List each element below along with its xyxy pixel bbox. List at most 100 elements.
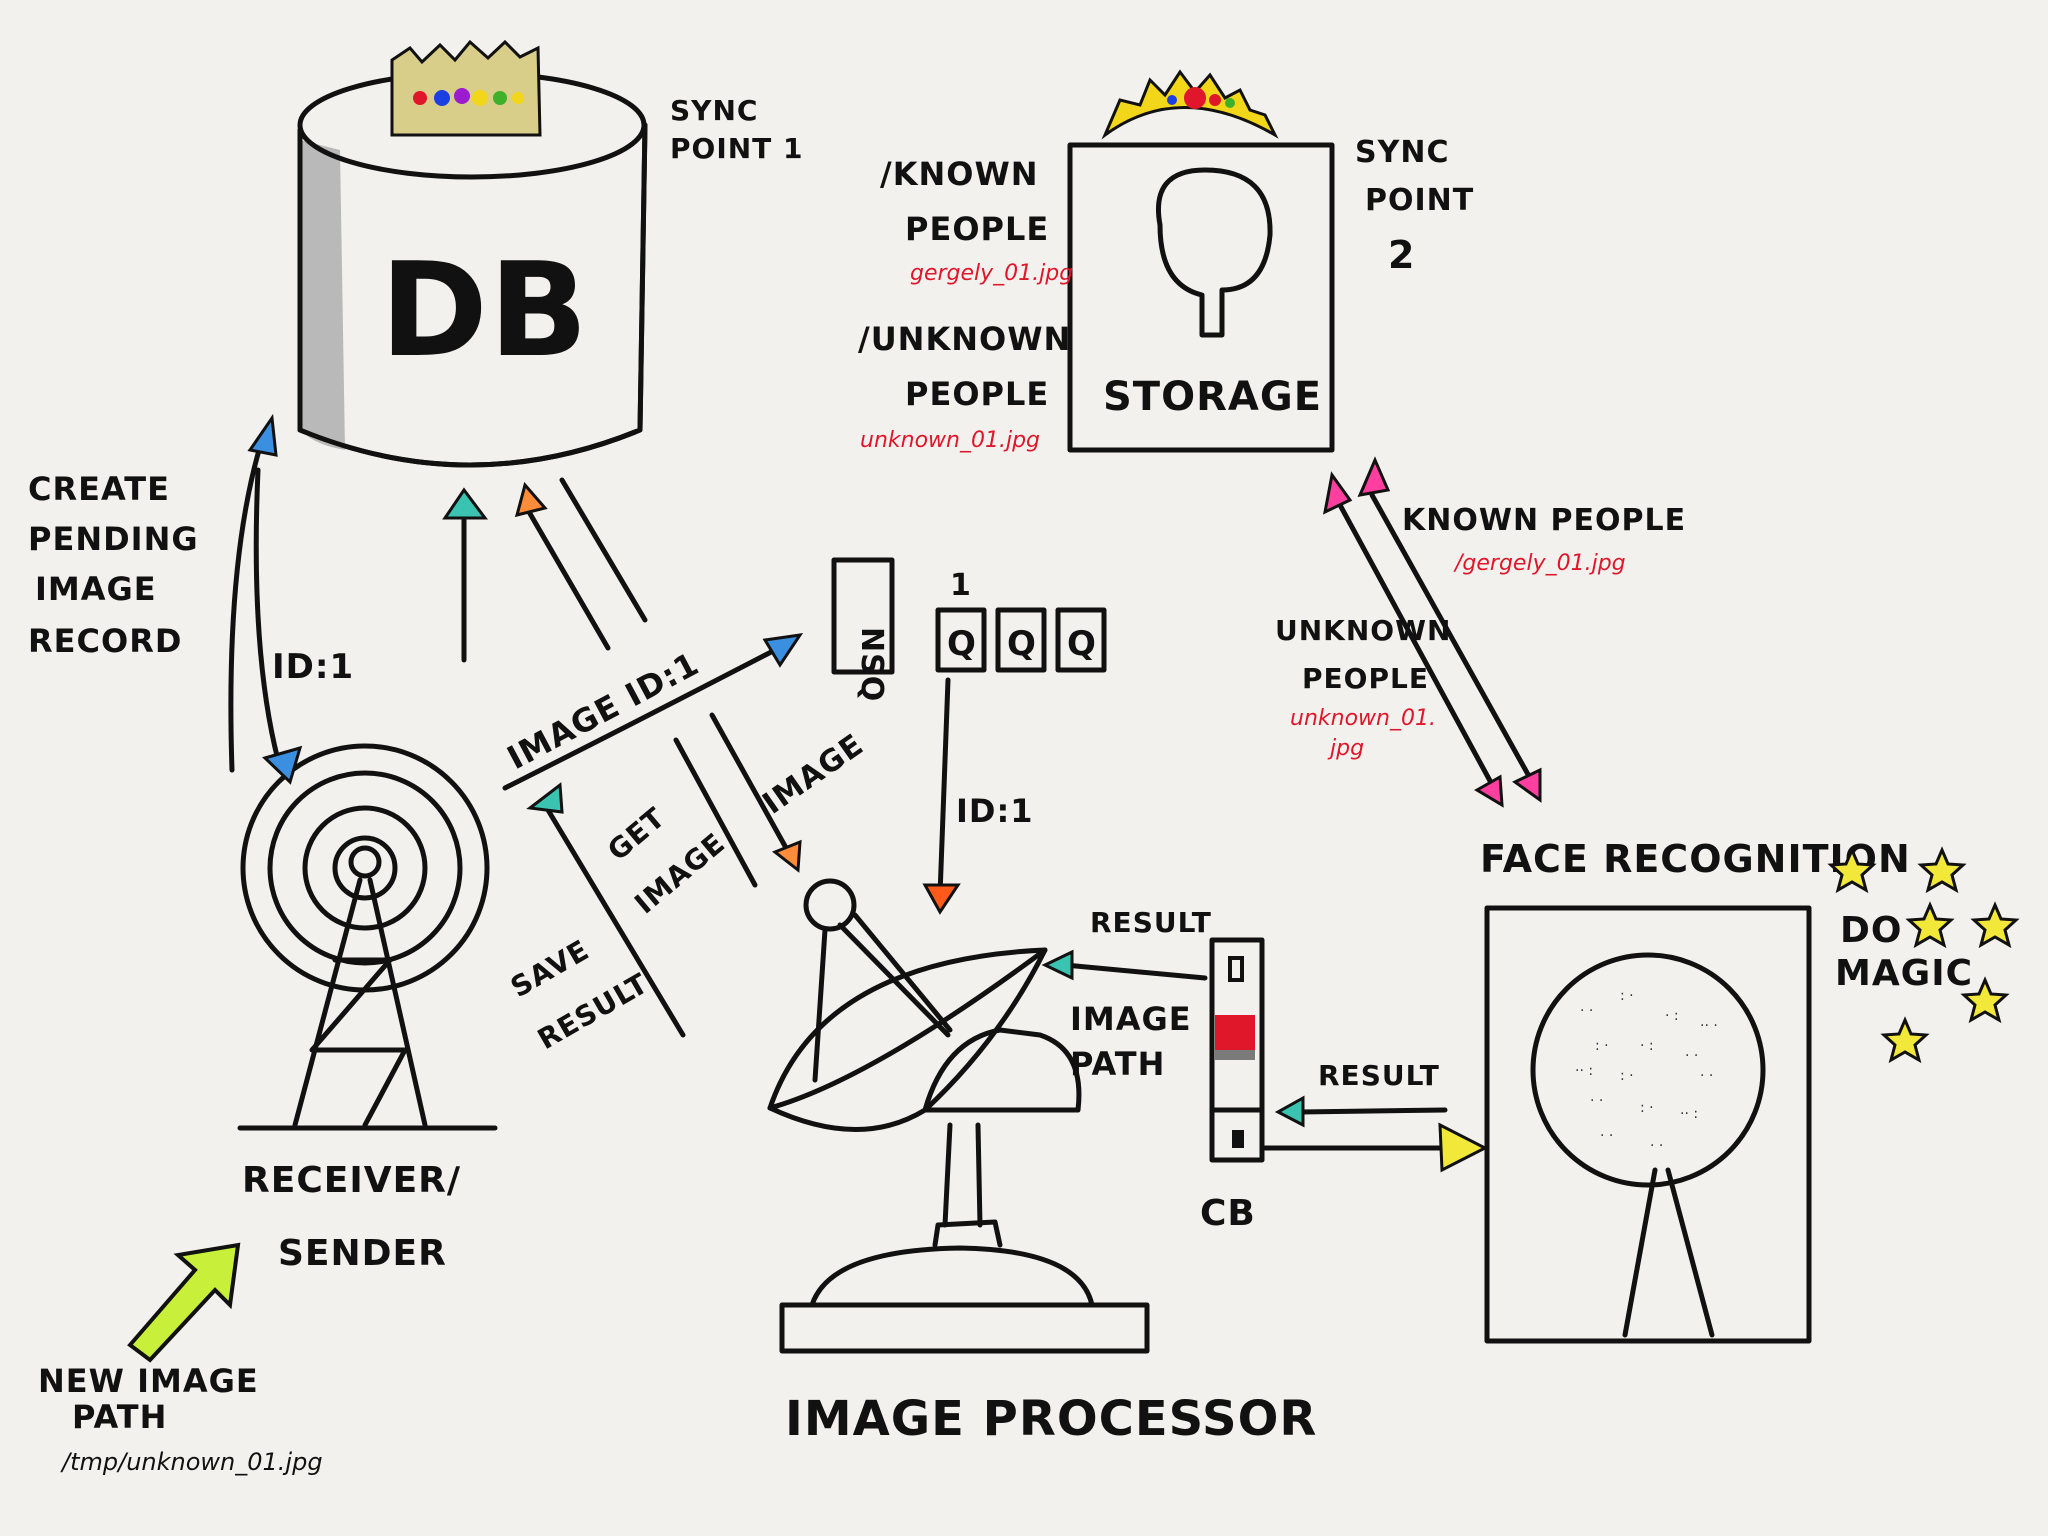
svg-text:· ·: · · <box>1600 1128 1613 1144</box>
unknown-folder-file: unknown_01.jpg <box>860 428 1040 453</box>
arrow-head-orange-down <box>772 839 802 873</box>
create-label-4: RECORD <box>28 622 182 660</box>
arrow-head-teal-left-2 <box>1041 949 1074 981</box>
arrow-head-blue-right <box>762 633 804 668</box>
nsq-queue: NSQ 1 Q Q Q <box>831 557 1107 702</box>
arrow-head-orange-up <box>514 481 548 518</box>
known-folder-line2: PEOPLE <box>905 210 1049 248</box>
receiver-sender-node <box>237 743 498 1131</box>
arrow-head-teal-left <box>526 782 564 814</box>
arrow-head-red-down <box>922 883 961 915</box>
unknown-folder-line2: PEOPLE <box>905 375 1049 413</box>
crown-icon <box>390 39 542 137</box>
sync-point-1-line1: SYNC <box>670 94 758 127</box>
known-people-edge-label: KNOWN PEOPLE <box>1402 503 1686 538</box>
new-image-label-2: PATH <box>72 1398 167 1436</box>
svg-text:: ·: : · <box>1620 988 1634 1004</box>
queue-count: 1 <box>950 568 972 603</box>
unknown-folder-line1: /UNKNOWN <box>858 320 1071 358</box>
arrow-head-yellow-right <box>1438 1122 1489 1173</box>
receiver-label-line1: RECEIVER/ <box>242 1160 461 1201</box>
storage-label: STORAGE <box>1103 374 1322 420</box>
nsq-label: NSQ <box>854 627 889 702</box>
svg-text:· ·: · · <box>1700 1068 1713 1084</box>
id-queue-label: ID:1 <box>956 792 1034 830</box>
id-left-label: ID:1 <box>272 647 354 687</box>
do-magic-line2: MAGIC <box>1835 953 1973 994</box>
queue-item-1: Q <box>947 624 977 664</box>
svg-text:·· :: ·· : <box>1575 1063 1593 1079</box>
edge-save-result <box>545 807 686 1038</box>
known-people-edge-file: /gergely_01.jpg <box>1453 551 1626 576</box>
unknown-edge-label-2: PEOPLE <box>1302 662 1429 695</box>
sync-point-2-line3: 2 <box>1388 233 1415 277</box>
svg-text:: ·: : · <box>1640 1100 1654 1116</box>
edge-face-cb <box>1297 1107 1448 1115</box>
sync-point-2-line1: SYNC <box>1355 135 1449 170</box>
save-result-label-1: SAVE <box>505 933 595 1004</box>
db-label: DB <box>380 234 589 386</box>
unknown-edge-file-2: jpg <box>1327 736 1364 761</box>
edge-image <box>709 712 793 858</box>
create-label-1: CREATE <box>28 470 170 508</box>
image-label: IMAGE <box>757 727 871 821</box>
sync-point-2-line2: POINT <box>1365 183 1474 218</box>
edge-return-id <box>253 467 281 763</box>
edge-storage-face-1 <box>1337 502 1498 793</box>
cb-label: CB <box>1200 1193 1256 1234</box>
svg-text:·· ·: ·· · <box>1700 1018 1718 1034</box>
edge-get-image-db <box>522 502 611 651</box>
svg-text:· ·: · · <box>1580 1003 1593 1019</box>
face-recognition-node: : ·· ·· : ·· ·: ·· : · ··· :: · · ·· ·: … <box>1484 905 1812 1344</box>
face-recognition-label: FACE RECOGNITION <box>1480 837 1911 881</box>
edge-create-record <box>228 437 265 773</box>
edge-storage-face-2 <box>1369 492 1533 781</box>
edge-get-image <box>673 737 758 888</box>
create-label-2: PENDING <box>28 520 199 558</box>
receiver-label-line2: SENDER <box>278 1233 447 1274</box>
svg-text:· :: · : <box>1640 1038 1654 1054</box>
create-label-3: IMAGE <box>35 570 157 608</box>
svg-text:· ·: · · <box>1590 1093 1603 1109</box>
new-image-arrow-icon <box>127 1242 241 1363</box>
db-node: DB <box>297 70 648 468</box>
image-id-label: IMAGE ID:1 <box>501 644 705 777</box>
svg-text:: ·: : · <box>1595 1038 1609 1054</box>
result-bottom-label: RESULT <box>1318 1059 1440 1092</box>
arrow-head-pink-down-2 <box>1512 767 1542 803</box>
arrow-head-teal-up <box>442 487 488 520</box>
edge-result-processor <box>1062 962 1208 981</box>
sync-point-1-line2: POINT 1 <box>670 132 804 165</box>
known-folder-file: gergely_01.jpg <box>910 261 1073 286</box>
known-folder-line1: /KNOWN <box>880 155 1039 193</box>
circuit-breaker-node <box>1209 937 1265 1163</box>
new-image-path: /tmp/unknown_01.jpg <box>60 1448 323 1476</box>
result-top-label: RESULT <box>1090 906 1212 939</box>
unknown-edge-file-1: unknown_01. <box>1290 706 1436 731</box>
edge-queue-processor <box>937 677 951 898</box>
queue-item-3: Q <box>1067 624 1097 664</box>
get-image-label-1: GET <box>601 801 671 868</box>
storage-node: STORAGE <box>1067 142 1335 453</box>
arrow-head-pink-up-1 <box>1322 471 1353 515</box>
arrow-head-teal-left-3 <box>1274 1095 1305 1128</box>
image-path-label-1: IMAGE <box>1070 1000 1192 1038</box>
tiara-icon <box>1101 69 1279 140</box>
image-path-label-2: PATH <box>1070 1045 1165 1083</box>
svg-text:·· :: ·· : <box>1680 1106 1698 1122</box>
edge-image-id-queue <box>502 647 778 791</box>
svg-text:: ·: : · <box>1620 1068 1634 1084</box>
arrow-head-blue-down <box>262 745 303 785</box>
arrow-head-pink-up-2 <box>1357 456 1391 497</box>
svg-text:· :: · : <box>1665 1008 1679 1024</box>
svg-text:· ·: · · <box>1650 1138 1663 1154</box>
svg-text:· ·: · · <box>1685 1048 1698 1064</box>
arrow-head-blue-up <box>247 413 278 457</box>
sparkle-icons <box>1827 846 2020 1064</box>
image-processor-label: IMAGE PROCESSOR <box>785 1391 1317 1447</box>
unknown-edge-label-1: UNKNOWN <box>1275 614 1451 647</box>
image-processor-node <box>767 878 1150 1354</box>
arrow-head-pink-down-1 <box>1474 774 1504 808</box>
new-image-label-1: NEW IMAGE <box>38 1362 259 1400</box>
